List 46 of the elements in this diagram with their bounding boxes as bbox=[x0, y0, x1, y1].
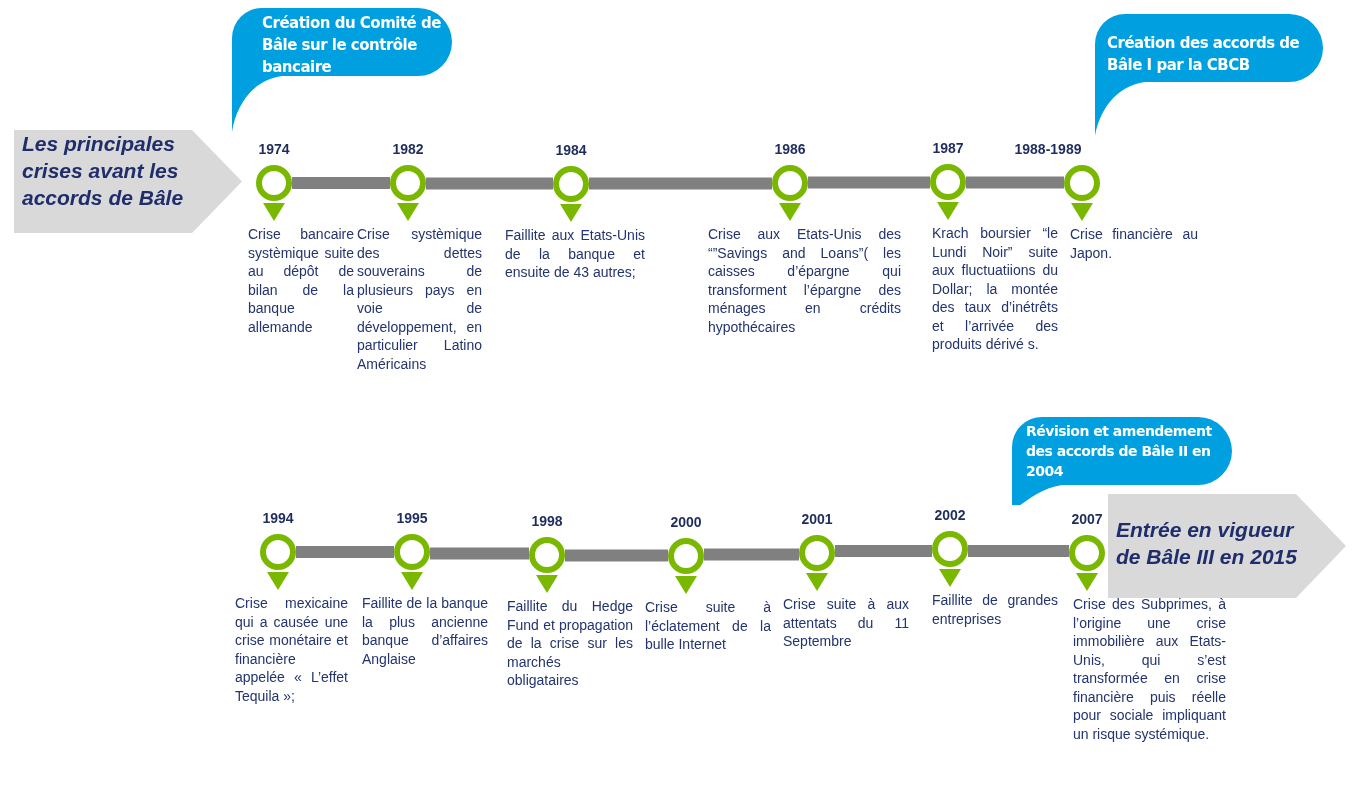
event-description: Crise bancaire systèmique suite au dépôt de bilan de la banque allemande bbox=[248, 225, 354, 336]
event-description: Crise des Subprimes, à l’origine une crise immobilière aux Etats-Unis, qui s’est transformée en crise financière puis réelle pour sociale impliquant un risque systémique. bbox=[1073, 595, 1226, 743]
event-description: Crise suite à aux attentats du 11 Septembre bbox=[783, 595, 909, 651]
timeline-bar bbox=[589, 177, 772, 190]
event-description: Faillite de grandes entreprises bbox=[932, 591, 1058, 628]
speech-bubble bbox=[1095, 14, 1323, 136]
event-description: Crise suite à l’éclatement de la bulle Internet bbox=[645, 598, 771, 654]
year-label: 1998 bbox=[530, 513, 564, 529]
event-description: Krach boursier “le Lundi Noir” suite aux fluctuatiions du Dollar; la montée des taux d’inétrêts et l’arrivée des produits dérivé s. bbox=[932, 224, 1058, 354]
bubble-text: Révision et amendement des accords de Bâle II en 2004 bbox=[1026, 422, 1213, 481]
year-label: 1986 bbox=[773, 141, 807, 157]
year-label: 2007 bbox=[1070, 511, 1104, 527]
event-description: Crise aux Etats-Unis des “”Savings and Loans”( les caisses d’épargne qui transforment l’épargne des ménages en crédits hypothécaires bbox=[708, 225, 901, 336]
banner-text: Entrée en vigueur de Bâle III en 2015 bbox=[1116, 517, 1298, 570]
timeline-bar bbox=[296, 546, 394, 558]
bubble-text: Création des accords de Bâle I par la CBCB bbox=[1107, 33, 1301, 76]
event-description: Crise mexicaine qui a causée une crise monétaire et financière appelée « L’effet Tequila »; bbox=[235, 594, 348, 705]
speech-bubble bbox=[232, 8, 452, 132]
timeline-bar bbox=[292, 177, 390, 189]
year-label: 1984 bbox=[554, 142, 588, 158]
arrow-banner bbox=[1108, 494, 1346, 598]
timeline-bar bbox=[565, 549, 668, 562]
year-label: 1982 bbox=[391, 141, 425, 157]
bubble-text: Création du Comité de Bâle sur le contrôle bancaire bbox=[262, 13, 442, 78]
arrow-banner bbox=[14, 130, 242, 233]
event-description: Faillite aux Etats-Unis de la banque et ensuite de 43 autres; bbox=[505, 226, 645, 282]
year-label: 2002 bbox=[933, 507, 967, 523]
year-label: 2001 bbox=[800, 511, 834, 527]
event-description: Crise financière au Japon. bbox=[1070, 225, 1198, 262]
timeline-bar bbox=[968, 545, 1069, 557]
timeline-bar bbox=[966, 176, 1064, 189]
year-label: 1987 bbox=[931, 140, 965, 156]
year-label: 2000 bbox=[669, 514, 703, 530]
year-label: 1995 bbox=[395, 510, 429, 526]
year-label: 1994 bbox=[261, 510, 295, 526]
timeline-bar bbox=[430, 547, 529, 560]
year-label: 1974 bbox=[257, 141, 291, 157]
timeline-bar bbox=[835, 545, 932, 557]
event-description: Crise systèmique des dettes souverains de plusieurs pays en voie de développement, en particulier Latino Américains bbox=[357, 225, 482, 373]
year-label: 1988-1989 bbox=[1013, 141, 1083, 157]
timeline-bar bbox=[704, 548, 799, 561]
event-description: Faillite du Hedge Fund et propagation de la crise sur les marchés obligataires bbox=[507, 597, 633, 690]
banner-text: Les principales crises avant les accords de Bâle bbox=[22, 131, 185, 211]
timeline-bar bbox=[426, 177, 553, 190]
event-description: Faillite de la banque la plus ancienne banque d’affaires Anglaise bbox=[362, 594, 488, 668]
timeline-bar bbox=[808, 176, 930, 189]
